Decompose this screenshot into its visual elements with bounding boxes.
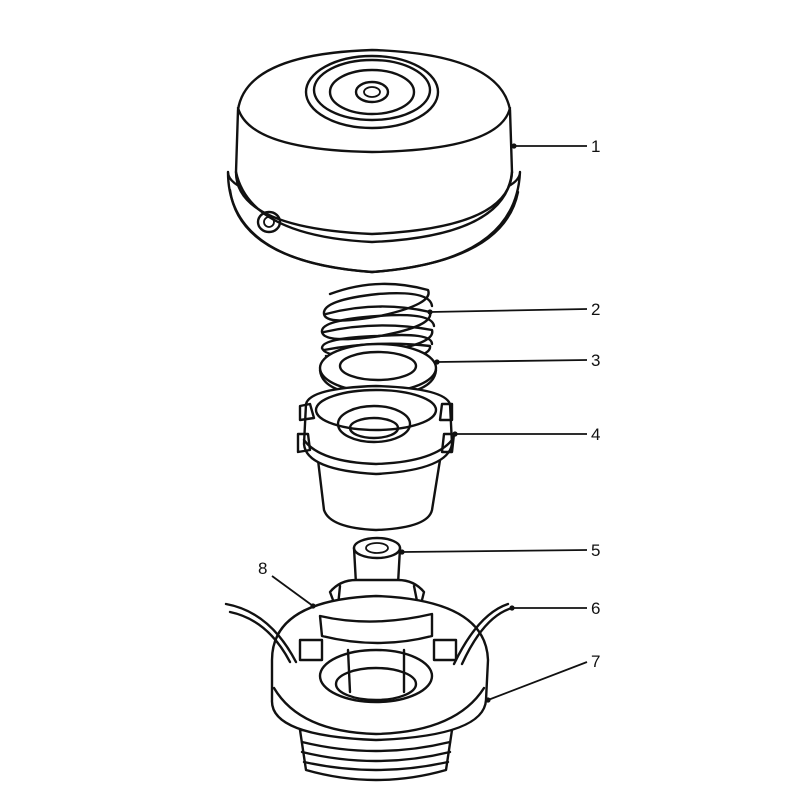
- callout-label-1: 1: [591, 137, 601, 156]
- callout-label-7: 7: [591, 652, 601, 671]
- part-1-cover-cap: [226, 48, 522, 274]
- part-7-spool-base: [270, 594, 490, 782]
- callout-label-2: 2: [591, 300, 601, 319]
- callout-label-5: 5: [591, 541, 601, 560]
- callout-leaders: [271, 143, 588, 703]
- callout-label-6: 6: [591, 599, 601, 618]
- callout-label-4: 4: [591, 425, 601, 444]
- callout-label-8: 8: [258, 559, 268, 578]
- callout-label-3: 3: [591, 351, 601, 370]
- part-6-trimmer-line: [224, 602, 514, 666]
- part-4-spool-retainer: [296, 384, 456, 532]
